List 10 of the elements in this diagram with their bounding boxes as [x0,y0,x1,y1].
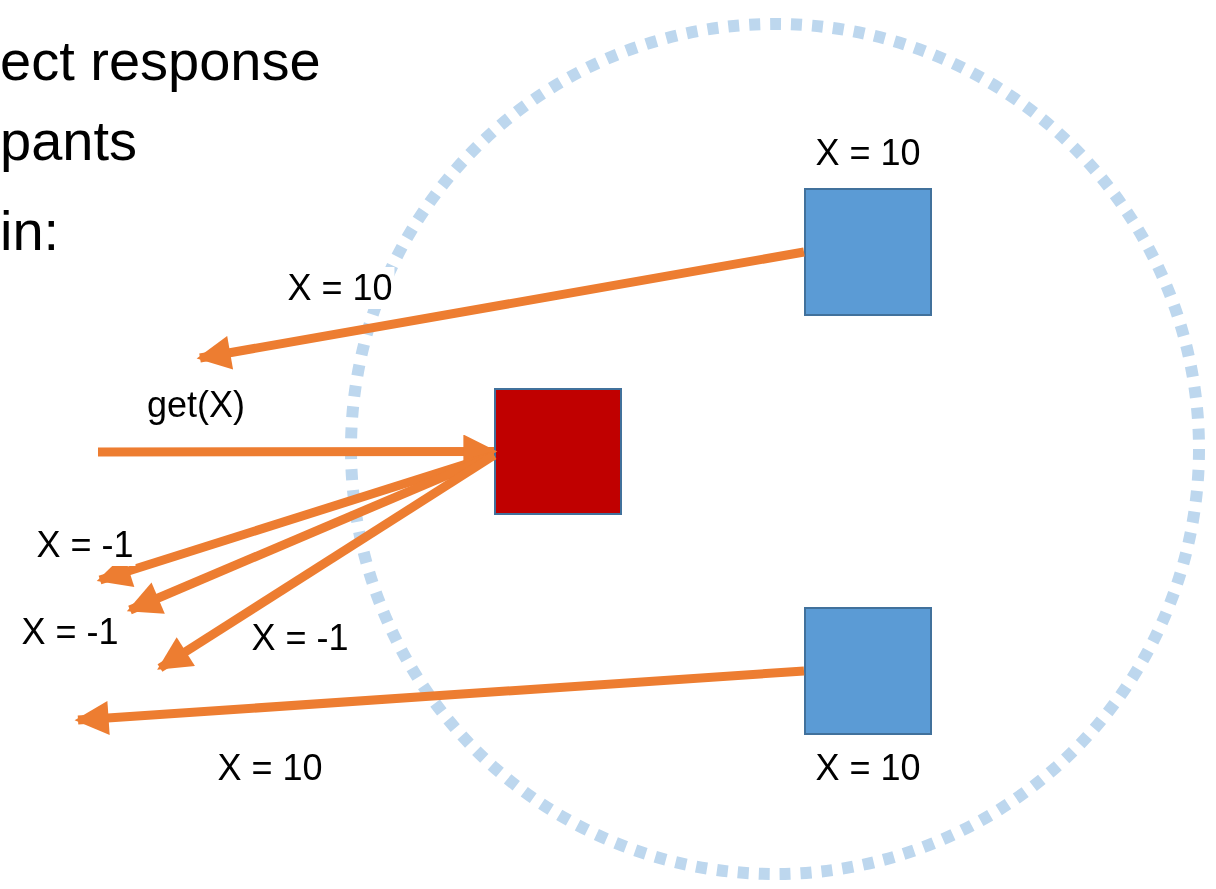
square-node [494,388,622,515]
dotted-circle [345,18,1205,880]
bullet-text: ect response [0,28,321,93]
bullet-text: pants [0,108,137,173]
value-label: X = 10 [815,747,921,789]
bullet-text: in: [0,198,60,263]
edge-label: X = 10 [285,267,395,309]
value-label: X = 10 [815,132,921,174]
arrow [74,666,805,735]
arrow [196,247,805,370]
